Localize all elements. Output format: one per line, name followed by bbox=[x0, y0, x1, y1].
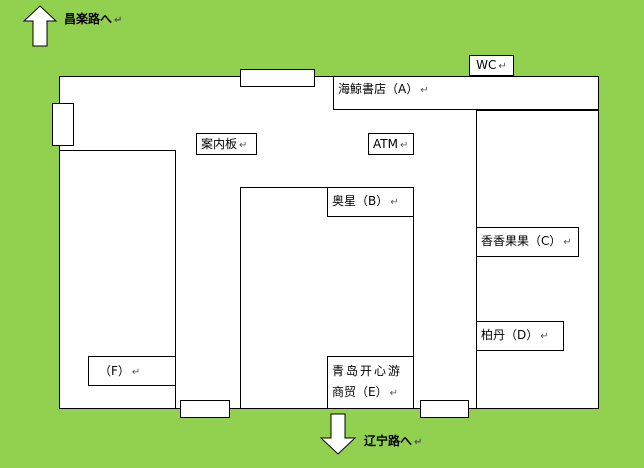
north-arrow-icon bbox=[22, 5, 58, 47]
south-road-label: 辽宁路へ↵ bbox=[364, 434, 423, 448]
south-arrow-icon bbox=[319, 413, 357, 455]
store-c-xiangxiang: 香香果果（C）↵ bbox=[476, 227, 579, 257]
bottom-left-entrance bbox=[180, 400, 230, 418]
bottom-right-entrance bbox=[420, 400, 469, 418]
store-f-label: （F）↵ bbox=[88, 356, 176, 386]
info-board: 案内板↵ bbox=[196, 133, 257, 155]
left-entrance bbox=[52, 103, 74, 146]
store-a-haijing: 海鯨書店（A）↵ bbox=[333, 76, 599, 110]
wc-room: WC↵ bbox=[469, 55, 514, 76]
store-d-baidan: 柏丹（D）↵ bbox=[476, 321, 564, 351]
top-entrance bbox=[240, 69, 315, 87]
right-column bbox=[476, 110, 599, 409]
north-road-label: 昌楽路へ↵ bbox=[64, 12, 123, 26]
store-b-aoxing: 奥星（B）↵ bbox=[327, 187, 414, 217]
atm: ATM↵ bbox=[368, 133, 414, 155]
store-e-qingdao: 青岛开心游 商贸（E）↵ bbox=[327, 356, 414, 409]
